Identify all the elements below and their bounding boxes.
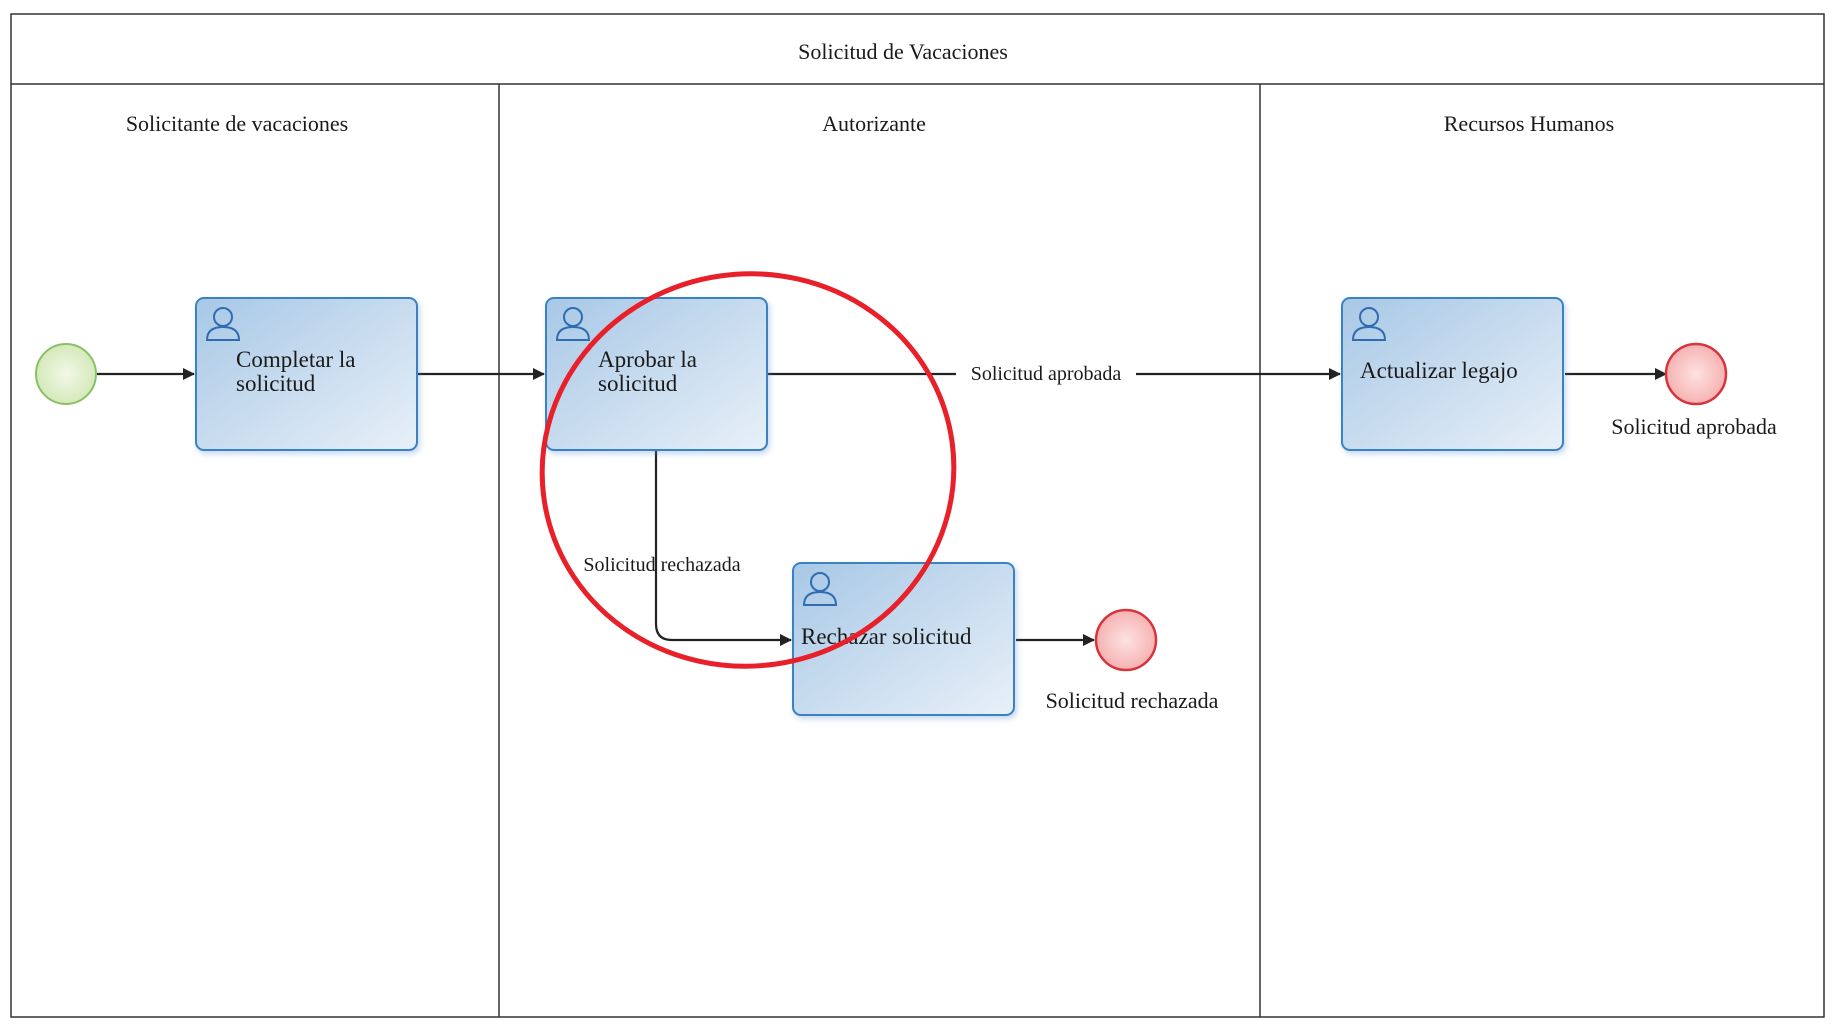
task-label-line: Rechazar solicitud [801, 624, 972, 649]
end-event-aprobada[interactable] [1664, 342, 1728, 406]
task-label-line: solicitud [598, 371, 678, 396]
user-icon [802, 572, 838, 606]
end-event-rechazada[interactable] [1094, 608, 1158, 672]
task-label-line: Actualizar legajo [1360, 358, 1518, 383]
task-actualizar[interactable] [1341, 297, 1564, 451]
user-icon [555, 307, 591, 341]
lane-title-rrhh: Recursos Humanos [1444, 111, 1614, 136]
sequence-flows [97, 368, 1667, 646]
start-event[interactable] [35, 343, 97, 405]
task-label: Rechazar solicitud [801, 624, 972, 649]
flow-label-rechazada: Solicitud rechazada [583, 554, 740, 576]
end-event-label-rechazada: Solicitud rechazada [1046, 688, 1219, 713]
task-label: Aprobar la solicitud [598, 347, 703, 396]
lane-title-autorizante: Autorizante [822, 111, 926, 136]
user-icon [205, 307, 241, 341]
task-label: Actualizar legajo [1360, 358, 1518, 383]
task-label-line: solicitud [236, 371, 316, 396]
task-completar[interactable] [195, 297, 418, 451]
task-label-line: Completar la [236, 347, 355, 372]
lanes: Solicitante de vacaciones Autorizante Re… [126, 84, 1614, 1017]
task-label-line: Aprobar la [598, 347, 697, 372]
flow-label-aprobada: Solicitud aprobada [971, 363, 1122, 385]
task-label: Completar la solicitud [236, 347, 361, 396]
highlight-circle [539, 271, 957, 669]
user-icon [1351, 307, 1387, 341]
end-event-label-aprobada: Solicitud aprobada [1611, 414, 1777, 439]
task-rechazar[interactable] [792, 562, 1015, 716]
lane-title-solicitante: Solicitante de vacaciones [126, 111, 348, 136]
pool: Solicitud de Vacaciones [10, 13, 1825, 1018]
pool-title: Solicitud de Vacaciones [798, 39, 1008, 64]
flow-aprobar-to-rechazar[interactable] [654, 451, 792, 646]
